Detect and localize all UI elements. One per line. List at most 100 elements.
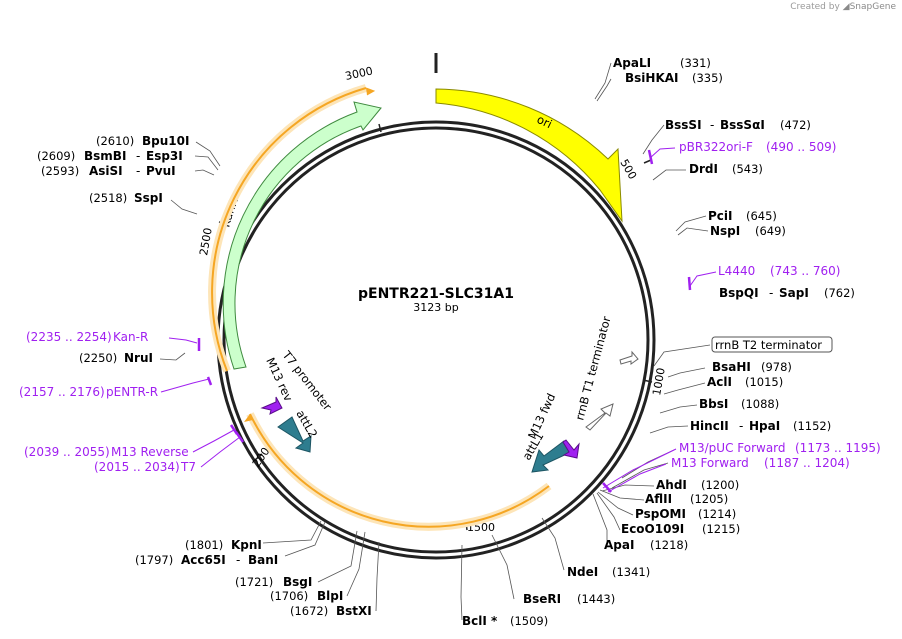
primer-m13puc-range: (1173 .. 1195) (795, 441, 881, 455)
primer-label-pbr322[interactable]: pBR322ori-F (490 .. 509) (679, 140, 836, 154)
primer-t7-name: T7 (180, 460, 196, 474)
site-label-ecoo109i[interactable]: EcoO109I (1215) (621, 522, 740, 536)
tick-label-2500: 2500 (197, 227, 215, 257)
m13-fwd-label: M13 fwd (525, 391, 558, 441)
site-kpni-pos: (1801) (185, 538, 223, 552)
primer-label-t7[interactable]: (2015 .. 2034) T7 (94, 460, 196, 474)
site-label-bsmbi[interactable]: (2609) BsmBI - Esp3I (37, 149, 183, 163)
site-bsahi-pos: (978) (761, 360, 792, 374)
primer-m13f-name: M13 Forward (671, 456, 749, 470)
svg-text:-: - (769, 286, 773, 300)
site-nrui-name: NruI (124, 351, 153, 365)
site-asisi-pos: (2593) (41, 164, 79, 178)
site-blpi-pos: (1706) (270, 589, 308, 603)
site-acc65i-name: Acc65I (181, 553, 226, 567)
site-label-acc65i[interactable]: (1797) Acc65I - BanI (135, 553, 278, 567)
site-label-acli[interactable]: AclI (1015) (707, 375, 783, 389)
site-hincii-pos: (1152) (793, 419, 831, 433)
site-apali-pos: (331) (680, 56, 711, 70)
site-label-ahdi[interactable]: AhdI (1200) (656, 478, 739, 492)
site-label-bstxi[interactable]: (1672) BstXI (290, 604, 372, 618)
site-acli-name: AclI (707, 375, 732, 389)
site-bsihkai-name: BsiHKAI (625, 71, 679, 85)
rrnb-terminators[interactable] (585, 350, 639, 431)
site-label-drdi[interactable]: DrdI (543) (689, 162, 763, 176)
site-bstxi-pos: (1672) (290, 604, 328, 618)
site-nrui-pos: (2250) (79, 351, 117, 365)
tick-label-500: 500 (617, 157, 639, 182)
site-apali-name: ApaLI (613, 56, 651, 70)
site-label-blpi[interactable]: (1706) BlpI (270, 589, 343, 603)
site-label-nspi[interactable]: NspI (649) (710, 224, 786, 238)
site-label-pcii[interactable]: PciI (645) (708, 209, 777, 223)
primer-label-l4440[interactable]: L4440 (743 .. 760) (718, 264, 840, 278)
svg-text:-: - (710, 118, 714, 132)
primer-kanr-range: (2235 .. 2254) (26, 330, 112, 344)
site-label-bsihkai[interactable]: BsiHKAI (335) (625, 71, 723, 85)
site-blpi-name: BlpI (317, 589, 343, 603)
site-bcli-pos: (1509) (510, 614, 548, 628)
site-label-apali[interactable]: ApaLI (331) (613, 56, 711, 70)
site-bspqi-name2: SapI (779, 286, 809, 300)
primer-label-m13f[interactable]: M13 Forward (1187 .. 1204) (671, 456, 850, 470)
svg-text:-: - (236, 553, 240, 567)
site-label-sspi[interactable]: (2518) SspI (89, 191, 163, 205)
site-bsgi-pos: (1721) (235, 575, 273, 589)
site-nspi-pos: (649) (755, 224, 786, 238)
site-label-bseri[interactable]: BseRI (1443) (523, 592, 615, 606)
primer-pbr322-name: pBR322ori-F (679, 140, 753, 154)
site-bsmbi-name2: Esp3I (146, 149, 183, 163)
site-label-bcli[interactable]: BclI * (1509) (462, 614, 548, 628)
site-label-nrui[interactable]: (2250) NruI (79, 351, 153, 365)
site-bsssi-name: BssSI (665, 118, 702, 132)
site-bspqi-name: BspQI (719, 286, 759, 300)
svg-text:-: - (739, 419, 743, 433)
site-aflii-name: AflII (645, 492, 672, 506)
ori-feature[interactable]: ori (435, 88, 623, 223)
site-bcli-name: BclI * (462, 614, 498, 628)
site-label-aflii[interactable]: AflII (1205) (645, 492, 728, 506)
rrnb-t1-label: rrnB T1 terminator (572, 315, 613, 422)
site-label-bsahi[interactable]: BsaHI (978) (712, 360, 792, 374)
site-sspi-name: SspI (134, 191, 163, 205)
primer-label-m13r[interactable]: (2039 .. 2055) M13 Reverse (24, 445, 189, 459)
site-apai-name: ApaI (604, 538, 634, 552)
highlight-arcs (208, 84, 552, 531)
site-bbsi-name: BbsI (699, 397, 728, 411)
attl2-feature[interactable] (277, 416, 312, 453)
site-label-asisi[interactable]: (2593) AsiSI - PvuI (41, 164, 176, 178)
site-label-hincii[interactable]: HincII - HpaI (1152) (690, 419, 831, 433)
svg-text:-: - (136, 164, 140, 178)
site-label-bsgi[interactable]: (1721) BsgI (235, 575, 312, 589)
primer-pbr322-range: (490 .. 509) (766, 140, 836, 154)
site-bstxi-name: BstXI (336, 604, 372, 618)
site-label-ndei[interactable]: NdeI (1341) (567, 565, 650, 579)
site-acli-pos: (1015) (745, 375, 783, 389)
site-bpu10i-name: Bpu10I (142, 134, 189, 148)
primer-label-m13puc[interactable]: M13/pUC Forward (1173 .. 1195) (679, 441, 881, 455)
site-bsihkai-pos: (335) (692, 71, 723, 85)
site-kpni-name: KpnI (231, 538, 262, 552)
primer-marks (197, 149, 692, 493)
site-bbsi-pos: (1088) (741, 397, 779, 411)
primer-label-kanr[interactable]: (2235 .. 2254) Kan-R (26, 330, 148, 344)
site-label-kpni[interactable]: (1801) KpnI (185, 538, 262, 552)
site-label-bsssi[interactable]: BssSI - BssSαI (472) (665, 118, 811, 132)
site-ndei-name: NdeI (567, 565, 598, 579)
primer-t7-range: (2015 .. 2034) (94, 460, 180, 474)
snapgene-credit: Created by ◢SnapGene (790, 2, 896, 12)
site-aflii-pos: (1205) (690, 492, 728, 506)
attl1-feature[interactable] (531, 440, 572, 473)
site-ahdi-name: AhdI (656, 478, 687, 492)
site-drdi-name: DrdI (689, 162, 718, 176)
site-label-bpu10i[interactable]: (2610) Bpu10I (96, 134, 189, 148)
site-label-bbsi[interactable]: BbsI (1088) (699, 397, 779, 411)
site-label-bspqi[interactable]: BspQI - SapI (762) (719, 286, 855, 300)
site-label-pspomi[interactable]: PspOMI (1214) (635, 507, 736, 521)
site-ecoo109i-name: EcoO109I (621, 522, 684, 536)
site-label-apai[interactable]: ApaI (1218) (604, 538, 688, 552)
primer-label-pentr[interactable]: (2157 .. 2176) pENTR-R (19, 385, 158, 399)
site-drdi-pos: (543) (732, 162, 763, 176)
site-bsmbi-pos: (2609) (37, 149, 75, 163)
ori-label: ori (535, 112, 555, 131)
